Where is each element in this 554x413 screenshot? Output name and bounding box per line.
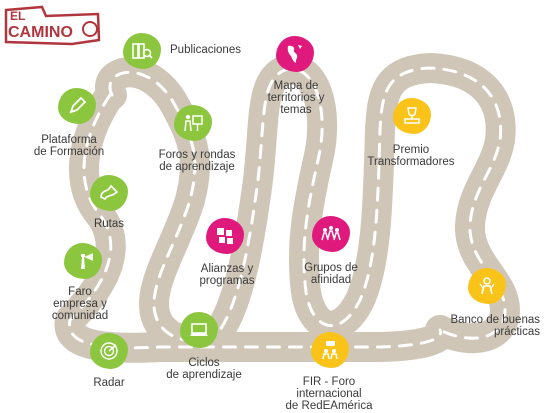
presentation-board-icon[interactable] bbox=[174, 105, 212, 141]
label-fir[interactable]: FIR - Foro internacional de RedEAmérica bbox=[285, 376, 373, 412]
award-person-icon[interactable] bbox=[468, 268, 506, 304]
puzzle-pieces-icon[interactable] bbox=[206, 218, 244, 254]
road-center-line bbox=[108, 66, 507, 343]
label-alianzas[interactable]: Alianzas y programas bbox=[199, 263, 255, 287]
wheel-icon bbox=[82, 21, 98, 37]
label-mapa[interactable]: Mapa de territorios y temas bbox=[267, 80, 325, 116]
label-rutas[interactable]: Rutas bbox=[93, 218, 125, 230]
books-magnifier-icon[interactable] bbox=[123, 33, 161, 69]
discussion-icon[interactable] bbox=[311, 332, 349, 368]
logo-text-el: EL bbox=[10, 9, 25, 23]
people-group-icon[interactable] bbox=[312, 216, 350, 252]
americas-map-icon[interactable] bbox=[276, 36, 314, 72]
lighthouse-icon[interactable] bbox=[64, 243, 102, 279]
label-radar[interactable]: Radar bbox=[93, 377, 125, 389]
label-publicaciones[interactable]: Publicaciones bbox=[170, 44, 241, 56]
radar-icon[interactable] bbox=[90, 333, 128, 369]
road-sign-icon[interactable] bbox=[90, 175, 128, 211]
logo-text-camino: CAMINO bbox=[8, 24, 73, 41]
el-camino-logo[interactable]: EL CAMINO bbox=[2, 2, 102, 50]
label-foros[interactable]: Foros y rondas de aprendizaje bbox=[158, 149, 236, 173]
pencil-icon[interactable] bbox=[58, 88, 96, 124]
laptop-icon[interactable] bbox=[180, 312, 218, 348]
label-premio[interactable]: Premio Transformadores bbox=[367, 144, 455, 168]
label-faro[interactable]: Faro empresa y comunidad bbox=[51, 286, 109, 322]
road-center-line-bottom bbox=[68, 93, 443, 350]
label-banco[interactable]: Banco de buenas prácticas bbox=[450, 314, 540, 338]
label-grupos[interactable]: Grupos de afinidad bbox=[304, 262, 358, 286]
label-ciclos[interactable]: Ciclos de aprendizaje bbox=[166, 357, 242, 381]
label-plataforma[interactable]: Plataforma de Formación bbox=[33, 134, 105, 158]
trophy-laptop-icon[interactable] bbox=[393, 98, 431, 134]
